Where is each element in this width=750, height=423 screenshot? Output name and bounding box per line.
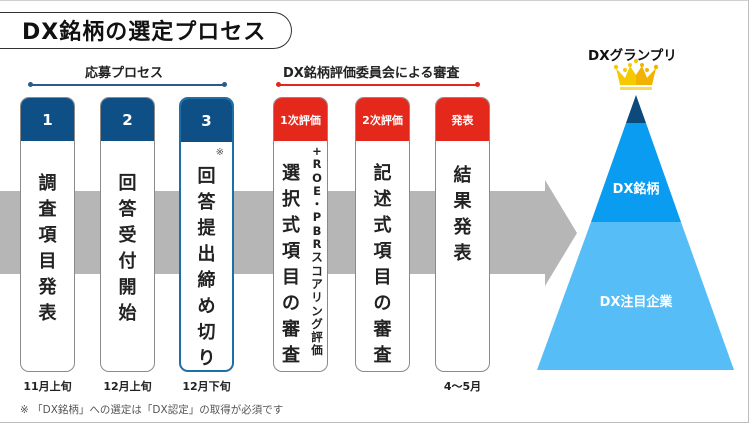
crown-icon: [613, 58, 659, 90]
step-text: 結果発 表: [453, 165, 472, 264]
section-line-application: [28, 82, 227, 87]
step-badge: 3: [181, 99, 232, 142]
step-date-3: 12月下旬: [182, 380, 231, 393]
section-line-committee: [276, 82, 480, 87]
step-text: 調査項 目発表: [38, 173, 57, 324]
section-label-committee: DX銘柄評価委員会による審査: [283, 66, 460, 81]
step-text: 回答提 出締め 切り: [197, 166, 216, 369]
pyramid-tier-dx-notable: [537, 222, 734, 370]
step-badge: 2次評価: [356, 98, 409, 141]
pyramid-tier-grand-prix: [626, 95, 646, 123]
step-badge: 発表: [436, 98, 489, 141]
step-badge: 2: [101, 98, 154, 141]
step-text: 選択式 項目の 審査: [282, 163, 300, 366]
step-badge: 1次評価: [274, 98, 327, 141]
step-card-announcement: 発表 結果発 表: [435, 97, 490, 372]
note-mark: ※: [215, 147, 224, 158]
step-card-2: 2 回答受 付開始: [100, 97, 155, 372]
step-card-second-evaluation: 2次評価 記述式 項目の 審査: [355, 97, 410, 372]
step-card-1: 1 調査項 目発表: [20, 97, 75, 372]
step-text: 回答受 付開始: [118, 173, 137, 324]
title-pill: [0, 12, 292, 49]
page-title: DX銘柄の選定プロセス: [22, 20, 267, 45]
step-card-3: 3 ※ 回答提 出締め 切り: [179, 97, 234, 372]
pyramid-tier-dx-stock: [591, 123, 681, 222]
section-label-application: 応募プロセス: [85, 66, 164, 81]
grand-prix-title: DXグランプリ: [588, 48, 677, 64]
process-arrow-head-icon: [545, 180, 577, 286]
pyramid-diagram: [537, 95, 734, 370]
step-badge: 1: [21, 98, 74, 141]
step-date-announcement: 4〜5月: [443, 380, 482, 393]
tier-label-dx-stock: DX銘柄: [612, 182, 660, 197]
step-date-2: 12月上旬: [103, 380, 152, 393]
step-text: 記述式 項目の 審査: [373, 163, 392, 366]
footnote: ※ 「DX銘柄」への選定は「DX認定」の取得が必須です: [20, 404, 284, 416]
step-date-1: 11月上旬: [23, 380, 72, 393]
tier-label-dx-notable: DX注目企業: [599, 295, 673, 310]
